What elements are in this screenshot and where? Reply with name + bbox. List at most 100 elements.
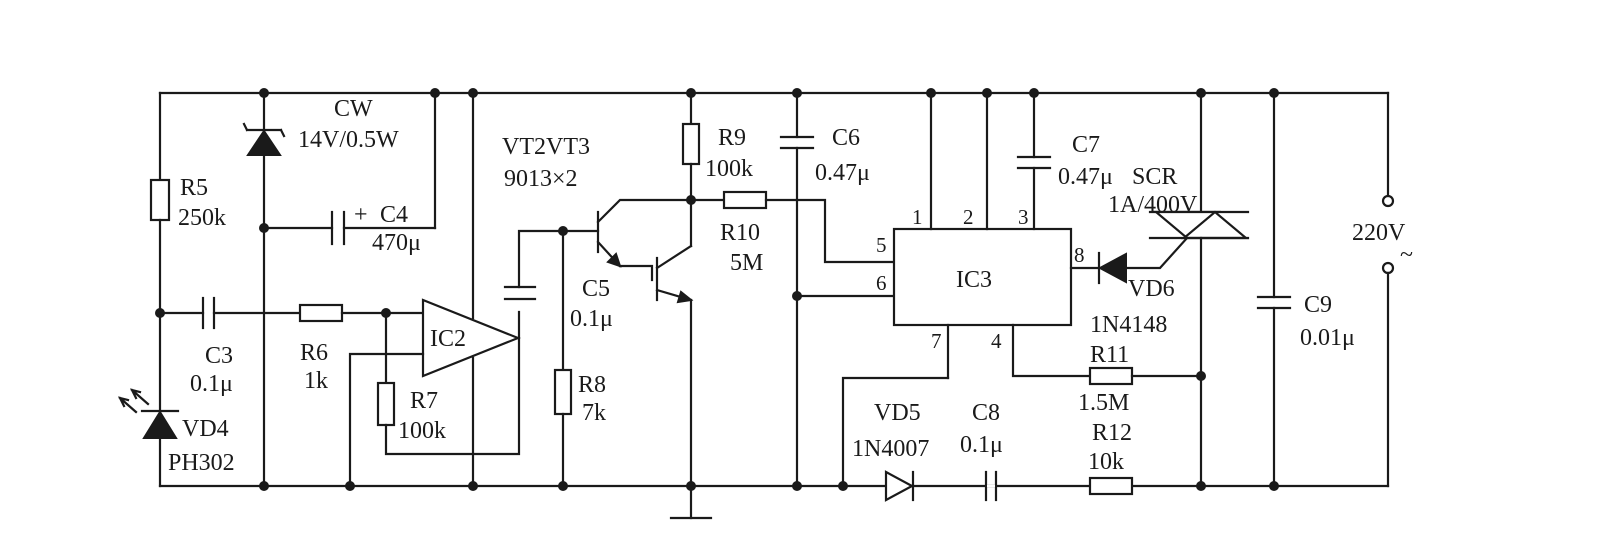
terminal-icon — [1381, 261, 1395, 275]
junction-dot — [468, 88, 478, 98]
r8-name: R8 — [578, 372, 606, 398]
c3-capacitor: C3 0.1μ — [158, 296, 302, 397]
junction-dot — [792, 481, 802, 491]
r9-name: R9 — [718, 125, 746, 151]
r6-value: 1k — [304, 368, 328, 394]
light-arrow-icon — [129, 388, 150, 406]
vd6-diode: VD6 1N4148 — [1069, 251, 1175, 338]
vd6-name: VD6 — [1128, 276, 1175, 302]
c3-value: 0.1μ — [190, 371, 233, 397]
r5-value: 250k — [178, 205, 226, 231]
r7-value: 100k — [398, 418, 446, 444]
ic3-pin-6: 6 — [876, 271, 887, 295]
junction-dot — [1196, 481, 1206, 491]
ic3-pin-1: 1 — [912, 205, 923, 229]
r8-resistor: R8 7k — [553, 229, 606, 488]
r11-resistor: R11 1.5M — [1011, 323, 1203, 416]
c9-value: 0.01μ — [1300, 325, 1355, 351]
junction-dot — [430, 88, 440, 98]
vt2-vt3-darlington: VT2VT3 9013×2 — [502, 134, 694, 304]
c8-name: C8 — [972, 400, 1000, 426]
r5-name: R5 — [180, 175, 208, 201]
junction-dot — [792, 88, 802, 98]
c6-name: C6 — [832, 125, 860, 151]
c7-capacitor: C7 0.47μ — [1016, 91, 1113, 231]
junction-dot — [1196, 88, 1206, 98]
light-arrow-icon — [117, 396, 138, 414]
r6-resistor: R6 1k — [298, 303, 425, 394]
r10-value: 5M — [730, 250, 763, 276]
r9-resistor: R9 100k — [681, 91, 753, 248]
c4-name: C4 — [380, 202, 408, 228]
c6-capacitor: C6 0.47μ — [779, 91, 870, 488]
junction-dot — [558, 481, 568, 491]
ic3-pin-3: 3 — [1018, 205, 1029, 229]
c8-value: 0.1μ — [960, 432, 1003, 458]
c7-name: C7 — [1072, 132, 1100, 158]
junction-dot — [345, 481, 355, 491]
ic3-pin7-wire — [841, 376, 950, 488]
r12-name: R12 — [1092, 420, 1132, 446]
vd4-photodiode: VD4 PH302 — [117, 388, 235, 488]
ic3-chip: IC3 1 2 3 4 5 6 7 8 — [876, 205, 1085, 353]
supply-voltage: 220V — [1352, 220, 1406, 246]
ic3-pin-8: 8 — [1074, 243, 1085, 267]
cw-name: CW — [334, 96, 373, 122]
junction-dot — [686, 88, 696, 98]
ic3-pin-4: 4 — [991, 329, 1002, 353]
r12-resistor: R12 10k — [1088, 420, 1134, 496]
scr-triac: SCR 1A/400V — [1108, 91, 1250, 488]
cw-zener-diode: CW 14V/0.5W — [242, 91, 399, 488]
ic2-amplifier: IC2 — [421, 298, 521, 378]
junction-dot — [982, 88, 992, 98]
r10-name: R10 — [720, 220, 760, 246]
junction-dot — [259, 88, 269, 98]
terminal-icon — [1381, 194, 1395, 208]
r7-name: R7 — [410, 388, 438, 414]
junction-dot — [838, 481, 848, 491]
c3-name: C3 — [205, 343, 233, 369]
r11-name: R11 — [1090, 342, 1129, 368]
scr-name: SCR — [1132, 164, 1177, 190]
junction-dot — [468, 481, 478, 491]
c4-value: 470μ — [372, 230, 421, 256]
junction-dot — [686, 481, 696, 491]
ic2-bias-wire — [348, 352, 425, 488]
vt-value: 9013×2 — [504, 166, 578, 192]
supply-terminals: 220V ~ — [1352, 91, 1413, 488]
vt-name: VT2VT3 — [502, 134, 590, 160]
vd5-diode: VD5 1N4007 — [852, 400, 929, 502]
c6-value: 0.47μ — [815, 160, 870, 186]
r5-resistor: R5 250k — [149, 91, 226, 412]
r12-value: 10k — [1088, 449, 1124, 475]
c8-capacitor: C8 0.1μ — [960, 400, 1003, 502]
r11-value: 1.5M — [1078, 390, 1129, 416]
vd6-value: 1N4148 — [1090, 312, 1167, 338]
junction-dot — [926, 88, 936, 98]
junction-dot — [259, 481, 269, 491]
c4-capacitor: + C4 470μ — [262, 91, 437, 256]
ic2-name: IC2 — [430, 326, 466, 352]
r9-value: 100k — [705, 156, 753, 182]
ic3-pin-7: 7 — [931, 329, 942, 353]
ic3-pin-5: 5 — [876, 233, 887, 257]
c5-capacitor: C5 0.1μ — [503, 229, 613, 332]
c5-name: C5 — [582, 276, 610, 302]
r6-name: R6 — [300, 340, 328, 366]
junction-dot — [1029, 88, 1039, 98]
c9-name: C9 — [1304, 292, 1332, 318]
ic3-name: IC3 — [956, 267, 992, 293]
cw-value: 14V/0.5W — [298, 127, 399, 153]
c5-value: 0.1μ — [570, 306, 613, 332]
r7-resistor: R7 100k — [376, 310, 521, 456]
r8-value: 7k — [582, 400, 606, 426]
c9-capacitor: C9 0.01μ — [1256, 91, 1355, 488]
vd4-name: VD4 — [182, 416, 229, 442]
vd4-value: PH302 — [168, 450, 235, 476]
supply-ac-symbol: ~ — [1400, 242, 1413, 268]
junction-dot — [1269, 481, 1279, 491]
r10-resistor: R10 5M — [689, 190, 896, 276]
ic3-pin-2: 2 — [963, 205, 974, 229]
vd5-name: VD5 — [874, 400, 921, 426]
